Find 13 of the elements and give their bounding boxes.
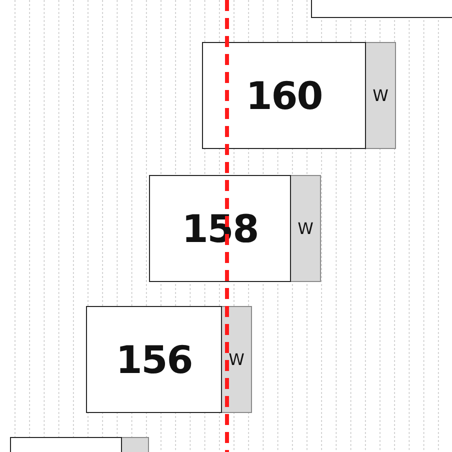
number-box (86, 306, 222, 413)
side-bar (366, 42, 396, 149)
number-box (311, 0, 452, 18)
number-box (202, 42, 366, 149)
bar-letter: W (372, 86, 388, 105)
bar-letter: W (228, 350, 244, 369)
box-number: 156 (116, 338, 192, 382)
box-number: 160 (246, 74, 322, 118)
box-number: 158 (182, 206, 258, 250)
number-box (149, 175, 291, 282)
side-bar (222, 306, 252, 413)
bar-letter: W (298, 219, 314, 238)
side-bar (291, 175, 321, 282)
